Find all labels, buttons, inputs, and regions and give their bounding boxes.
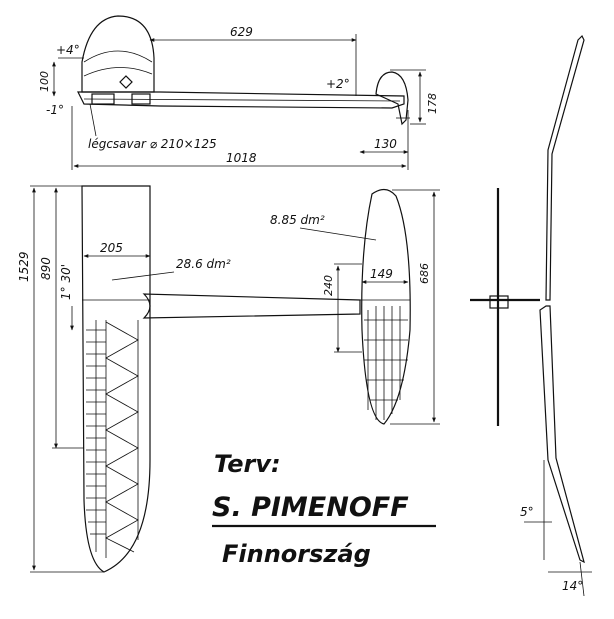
credit-designer: S. PIMENOFF	[212, 492, 409, 523]
credit-country: Finnország	[222, 540, 371, 568]
side-stab-profile	[375, 71, 409, 126]
dim-total-length: 1018	[226, 151, 257, 165]
wing-outline	[81, 185, 151, 573]
credits: Terv: S. PIMENOFF Finnország	[212, 450, 436, 568]
dim-stab-height: 178	[426, 93, 439, 114]
angle-stab: +2°	[326, 77, 350, 91]
dim-wing-chord: 205	[100, 241, 123, 255]
wing-structure	[86, 320, 139, 558]
dim-stab-chord: 130	[374, 137, 397, 151]
side-wing-profile	[81, 15, 155, 93]
angle-wing-bottom: -1°	[46, 103, 64, 117]
dim-fuselage-length: 629	[230, 25, 253, 39]
stab-area: 8.85 dm²	[270, 213, 325, 227]
top-fuselage	[142, 293, 361, 319]
angle-5: 5°	[520, 505, 534, 519]
angle-dihedral: 1° 30'	[59, 264, 73, 300]
angle-wing-top: +4°	[56, 43, 80, 57]
dim-stab-149: 149	[370, 267, 393, 281]
dim-height: 100	[38, 71, 51, 92]
wing-area: 28.6 dm²	[176, 257, 231, 271]
side-view: 629 +4° 100 -1° +2° 178 130 légcsavar ⌀ …	[38, 15, 439, 170]
front-wing-upper	[545, 34, 585, 301]
front-view: 5° 14°	[470, 34, 592, 597]
dim-stab-686: 686	[418, 263, 431, 284]
dim-wing-half: 890	[39, 257, 53, 280]
stab-outline	[361, 188, 411, 425]
dim-stab-240: 240	[322, 275, 335, 296]
stab-structure	[364, 306, 408, 420]
dim-span: 1529	[17, 251, 31, 282]
front-wing-lower	[539, 305, 585, 564]
propeller-label: légcsavar ⌀ 210×125	[88, 137, 217, 151]
credit-terv: Terv:	[214, 450, 281, 478]
angle-14: 14°	[562, 579, 583, 593]
top-view: 1529 890 1° 30' 205 28.6 dm² 8.85 dm² 24…	[17, 185, 440, 573]
